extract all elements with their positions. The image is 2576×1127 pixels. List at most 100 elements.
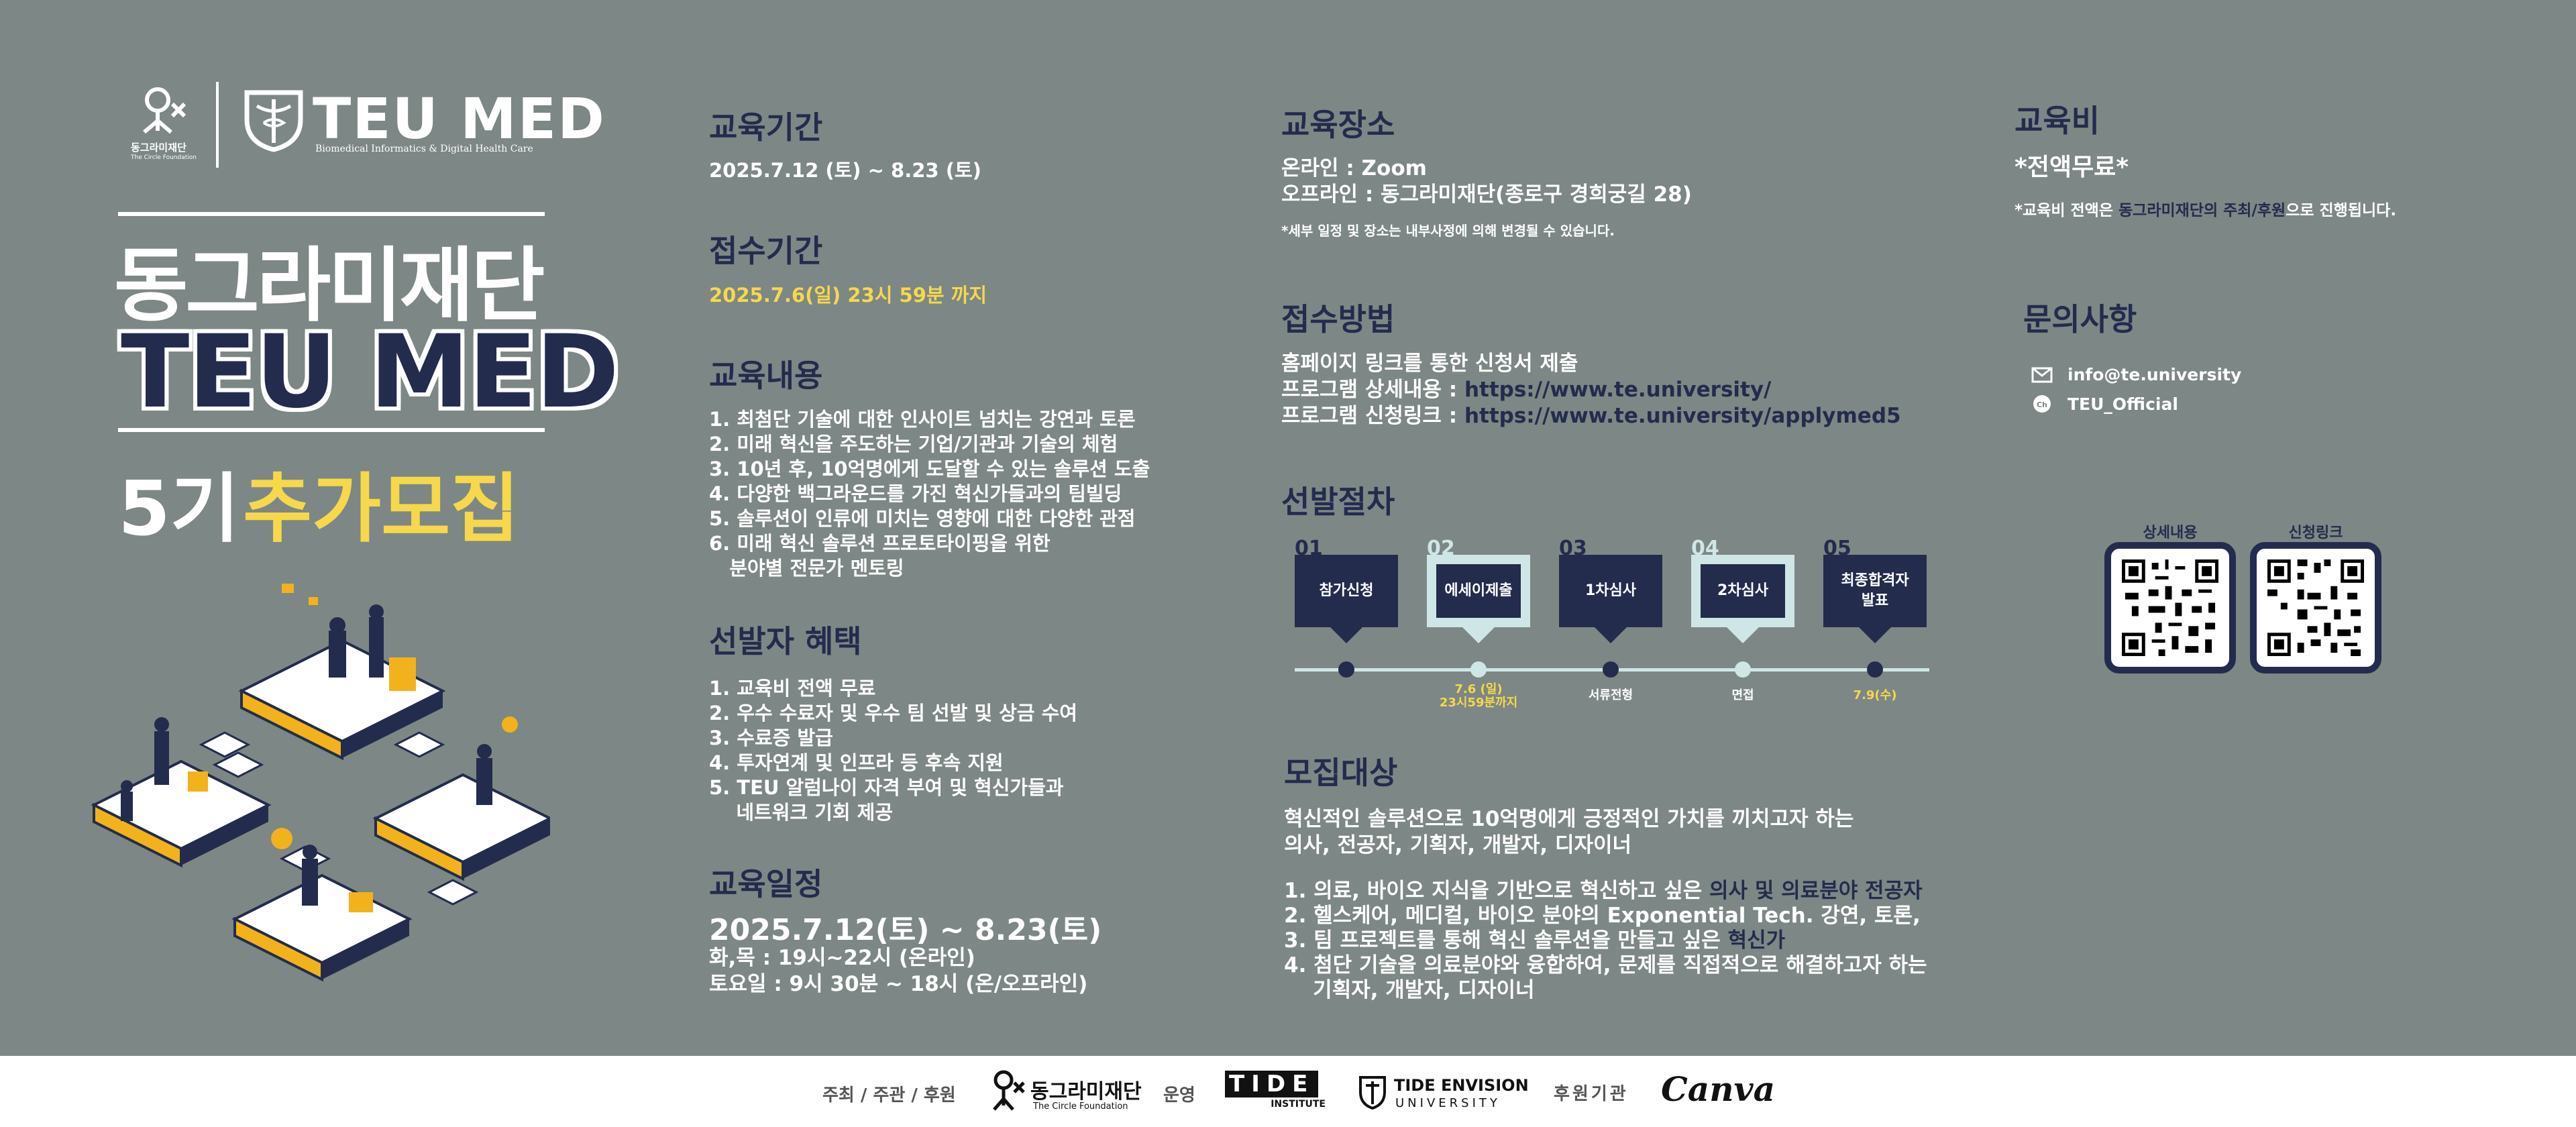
isometric-illustration	[80, 577, 553, 993]
method-line3-label: 프로그램 신청링크 :	[1281, 404, 1464, 428]
step-dot	[1603, 661, 1619, 678]
target-item-highlight: 혁신가	[1727, 928, 1786, 953]
svg-text:Ch: Ch	[2037, 400, 2047, 409]
fee-note-a: *교육비 전액은	[2015, 202, 2119, 219]
selection-heading: 선발절차	[1281, 484, 1395, 520]
step-number: 04	[1691, 537, 1719, 560]
logo-divider	[216, 82, 219, 168]
footer-tide-sub: INSTITUTE	[1271, 1099, 1326, 1110]
target-item-text: 2. 헬스케어, 메디컬, 바이오 분야의	[1284, 904, 1607, 928]
foundation-logo: 동그라미재단 The Circle Foundation	[131, 84, 197, 171]
qr-code-icon	[2267, 559, 2364, 656]
step-date: 7.9(수)	[1853, 688, 1897, 702]
fee-note: *교육비 전액은 동그라미재단의 주최/후원으로 진행됩니다.	[2015, 197, 2396, 220]
apply-link[interactable]: https://www.te.university/applymed5	[1464, 404, 1901, 428]
venue-offline: 오프라인 : 동그라미재단(종로구 경희궁길 28)	[1281, 182, 1692, 207]
step-dot	[1735, 661, 1751, 678]
contact-kakao[interactable]: TEU_Official	[2068, 394, 2178, 414]
target-intro1: 혁신적인 솔루션으로 10억명에게 긍정적인 가치를 끼치고자 하는	[1284, 807, 1854, 831]
benefit-item: 2. 우수 수료자 및 우수 팀 선발 및 상금 수여	[709, 702, 1077, 724]
foundation-logo-sub: The Circle Foundation	[131, 154, 197, 161]
content-item: 4. 다양한 백그라운드를 가진 혁신가들과의 팀빌딩	[709, 482, 1122, 505]
target-item: 3. 팀 프로젝트를 통해 혁신 솔루션을 만들고 싶은 혁신가	[1284, 928, 1927, 953]
step-pointer	[1859, 627, 1891, 643]
kakao-channel-icon: Ch	[2033, 394, 2051, 413]
step-pointer	[1727, 627, 1759, 643]
schedule-line1: 화,목 : 19시~22시 (온라인)	[709, 946, 975, 970]
title-recruit-word: 추가모집	[243, 466, 520, 553]
step-05: 05 최종합격자 발표	[1823, 537, 1927, 643]
footer-operate-label: 운영	[1163, 1085, 1195, 1106]
benefits-list: 1. 교육비 전액 무료 2. 우수 수료자 및 우수 팀 선발 및 상금 수여…	[709, 676, 1077, 825]
footer-foundation-sub: The Circle Foundation	[1033, 1102, 1128, 1112]
fee-free: *전액무료*	[2015, 154, 2129, 181]
footer-sponsor-label: 후원기관	[1554, 1084, 1629, 1104]
footer-host-label: 주최 / 주관 / 후원	[822, 1085, 956, 1106]
footer-canva-logo: Canva	[1661, 1069, 1775, 1109]
teumed-logo: TEU MED Biomedical Informatics & Digital…	[240, 86, 604, 160]
content-item: 3. 10년 후, 10억명에게 도달할 수 있는 솔루션 도출	[709, 458, 1150, 480]
step-number: 01	[1295, 537, 1323, 560]
title-top-rule	[118, 212, 545, 216]
step-02: 02 에세이제출	[1427, 537, 1530, 643]
target-item-highlight: Exponential Tech. 강연, 토론,	[1607, 904, 1921, 928]
footer-tide-envision-logo: TIDE ENVISION UNIVERSITY	[1358, 1072, 1529, 1115]
apply-period-heading: 접수기간	[709, 233, 823, 269]
contact-email[interactable]: info@te.university	[2068, 365, 2242, 384]
step-label: 2차심사	[1717, 582, 1769, 599]
target-intro2: 의사, 전공자, 기획자, 개발자, 디자이너	[1284, 833, 1632, 857]
apply-period-value: 2025.7.6(일) 23시 59분 까지	[709, 284, 987, 307]
title-bottom-rule	[118, 428, 545, 432]
step-box: 참가신청	[1295, 555, 1398, 627]
step-label: 참가신청	[1319, 582, 1374, 599]
footer: 주최 / 주관 / 후원 동그라미재단 The Circle Foundatio…	[0, 1056, 2576, 1127]
step-number: 05	[1823, 537, 1851, 560]
target-item: 1. 의료, 바이오 지식을 기반으로 혁신하고 싶은 의사 및 의료분야 전공…	[1284, 879, 1927, 904]
benefit-item: 3. 수료증 발급	[709, 727, 833, 749]
caduceus-shield-icon	[244, 90, 303, 152]
foundation-logo-text: 동그라미재단	[131, 142, 186, 154]
venue-note: *세부 일정 및 장소는 내부사정에 의해 변경될 수 있습니다.	[1281, 223, 1615, 239]
footer-foundation-logo: 동그라미재단 The Circle Foundation	[986, 1068, 1142, 1116]
target-heading: 모집대상	[1284, 755, 1398, 791]
benefits-heading: 선발자 혜택	[709, 623, 862, 659]
title-recruit: 5기 추가모집	[118, 448, 519, 557]
footer-foundation-name: 동그라미재단	[1030, 1080, 1142, 1104]
target-item: 4. 첨단 기술을 의료분야와 융합하여, 문제를 직접적으로 해결하고자 하는	[1284, 953, 1927, 978]
step-label: 1차심사	[1585, 582, 1637, 599]
target-item-highlight: 문제를 직접적으로 해결하고자 하는	[1618, 953, 1927, 977]
target-item: 기획자, 개발자, 디자이너	[1284, 978, 1535, 1002]
method-line3: 프로그램 신청링크 : https://www.te.university/ap…	[1281, 404, 1901, 429]
teumed-logo-text: TEU MED	[313, 86, 606, 152]
benefit-item: 4. 투자연계 및 인프라 등 후속 지원	[709, 751, 1004, 774]
footer-tide-envision-sub: UNIVERSITY	[1395, 1096, 1501, 1110]
content-item: 6. 미래 혁신 솔루션 프로토타이핑을 위한	[709, 532, 1051, 555]
step-date: 서류전형	[1588, 688, 1633, 702]
selection-steps: 01 참가신청 02 에세이제출 7.6 (일) 23시59분까지 03 1차심…	[1295, 537, 1939, 711]
circle-foundation-icon	[993, 1070, 1025, 1111]
step-number: 03	[1559, 537, 1587, 560]
target-item: 2. 헬스케어, 메디컬, 바이오 분야의 Exponential Tech. …	[1284, 904, 1927, 928]
target-item-highlight: 의사 및 의료분야 전공자	[1709, 879, 1923, 903]
qr-code-icon	[2122, 559, 2218, 656]
step-box: 에세이제출	[1427, 555, 1530, 627]
method-line1: 홈페이지 링크를 통한 신청서 제출	[1281, 352, 1578, 376]
venue-online: 온라인 : Zoom	[1281, 156, 1427, 180]
step-dot	[1470, 661, 1487, 678]
teumed-logo-sub: Biomedical Informatics & Digital Health …	[315, 144, 533, 154]
title-teumed: TEU MED	[121, 314, 619, 431]
step-date: 면접	[1731, 688, 1754, 702]
content-item: 2. 미래 혁신을 주도하는 기업/기관과 기술의 체험	[709, 433, 1118, 455]
benefit-item: 네트워크 기회 제공	[709, 801, 894, 824]
title-foundation: 동그라미재단	[114, 239, 545, 333]
qr-apply[interactable]	[2250, 542, 2381, 674]
target-item-text: 3. 팀 프로젝트를 통해 혁신 솔루션을 만들고 싶은	[1284, 928, 1728, 953]
title-gen: 5기	[118, 466, 239, 553]
step-pointer	[1462, 627, 1495, 643]
content-list: 1. 최첨단 기술에 대한 인사이트 넘치는 강연과 토론 2. 미래 혁신을 …	[709, 407, 1150, 581]
detail-link[interactable]: https://www.te.university/	[1464, 378, 1772, 402]
shield-icon	[1359, 1076, 1386, 1110]
step-date: 7.6 (일) 23시59분까지	[1439, 682, 1518, 710]
qr-detail[interactable]	[2104, 542, 2236, 674]
schedule-main: 2025.7.12(토) ~ 8.23(토)	[709, 913, 1102, 947]
